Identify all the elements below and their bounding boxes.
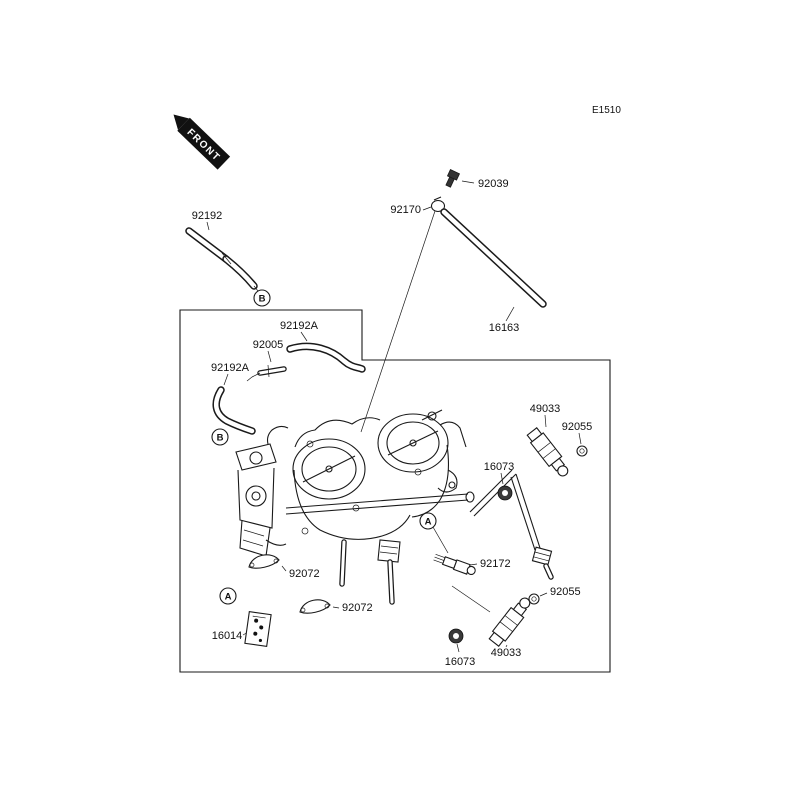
part-label-16073-top: 16073 [484,461,515,473]
ref-circle-a-body: A [419,512,449,554]
sensor-92172: 92172 [433,553,511,575]
ref-label-b: B [259,294,266,305]
part-label-92072-lower: 92072 [342,602,373,614]
hose-92192a-left: 92192A [211,362,256,435]
part-label-92192a-left: 92192A [211,362,250,374]
ref-label-b: B [217,433,224,444]
clamp-92170: 92170 [390,196,446,216]
part-label-16073-bottom: 16073 [445,656,476,668]
clamp-92072-upper: 92072 [248,554,320,580]
hose-92192: 92192 [185,210,259,292]
part-label-16014: 16014 [212,630,243,642]
ref-label-a: A [225,592,232,603]
ref-circle-a-left: A [219,587,237,605]
page-code: E1510 [592,105,621,116]
part-label-92072-upper: 92072 [289,568,320,580]
part-label-92172: 92172 [480,558,511,570]
part-label-92005: 92005 [253,339,284,351]
clamp-92072-lower: 92072 [299,599,373,614]
fuel-pipe-right [469,469,554,580]
bolt-92039: 92039 [445,169,509,190]
part-label-16163: 16163 [489,322,520,334]
vacuum-line [360,210,436,433]
hose-92192a-top: 92192A [280,320,366,373]
ref-circle-b-top: B [253,289,271,307]
injector-49033-top: 49033 [526,403,569,477]
seal-16073-top: 16073 [484,461,515,501]
seal-16073-bottom: 16073 [445,628,476,668]
diagram-frame [179,309,611,673]
part-label-92055-top: 92055 [562,421,593,433]
part-label-49033-bottom: 49033 [491,647,522,659]
oring-92055-bottom: 92055 [528,586,581,605]
injector-49033-bottom: 49033 [451,585,531,659]
part-label-92039: 92039 [478,178,509,190]
fuel-hose-16163: 16163 [440,208,547,334]
front-arrow-icon [173,114,190,130]
front-banner [177,117,231,170]
gasket-kit-16014: 16014 [212,611,272,647]
oring-92055-top: 92055 [562,421,593,457]
part-label-92170: 92170 [390,204,421,216]
ref-circle-b-left: B [211,428,229,446]
part-label-92192a-top: 92192A [280,320,319,332]
part-label-92192: 92192 [192,210,223,222]
part-label-49033-top: 49033 [530,403,561,415]
fitting-92005: 92005 [246,339,287,382]
throttle-body-assembly [235,409,475,605]
ref-label-a: A [425,517,432,528]
front-direction-marker: FRONT [173,114,231,170]
part-label-92055-bottom: 92055 [550,586,581,598]
